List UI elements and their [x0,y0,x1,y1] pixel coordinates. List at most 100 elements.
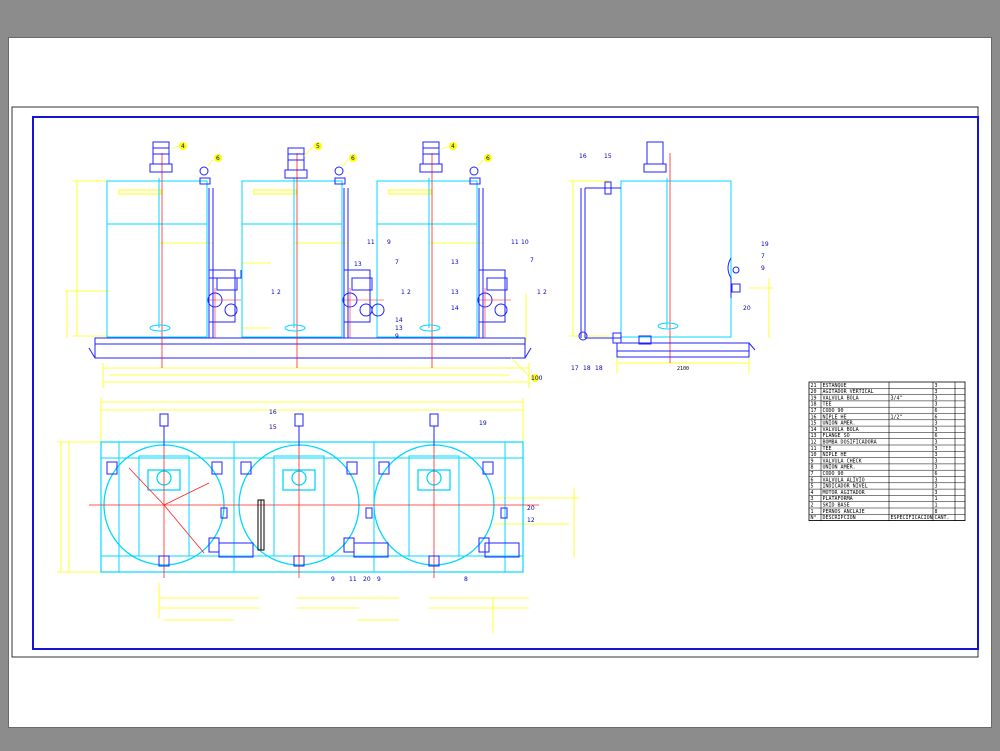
bom-cell-item: 12 [811,440,817,446]
pump3-callout-f: 14 [451,305,459,312]
bom-header-item: N° [811,515,817,521]
callout-valve-1: 6 [216,155,220,162]
front-centerlines [161,153,433,368]
pump2-callout-a: 11 [367,239,375,246]
bom-cell-desc: TEE [823,402,832,408]
pump1-callout-b: 2 [277,289,281,296]
bom-cell-item: 13 [811,433,817,439]
side-view-dimensions [569,180,773,373]
bom-cell-desc: INDICADOR NIVEL [823,484,868,490]
plan-view-dimensions [57,398,579,633]
pump2-callout-i: 9 [395,333,399,340]
bom-cell-desc: NIPLE HE [823,414,847,420]
front-view-dimensions [65,180,530,388]
bom-cell-item: 6 [811,477,814,483]
callout-valve-3: 6 [486,155,490,162]
bom-cell-spec: 3/4" [891,395,903,401]
front-leaders [168,145,530,377]
bom-cell-item: 14 [811,427,817,433]
bom-cell-qty: 3 [935,452,938,458]
bom-cell-item: 10 [811,452,817,458]
bom-header-qty: CANT. [935,515,950,521]
plan-callout-9b: 9 [377,576,381,583]
bom-cell-desc: VALVULA BOLA [823,395,859,401]
side-callout-16: 16 [579,153,587,160]
side-base-dim: 2100 [677,366,689,372]
bom-cell-desc: PLATAFORMA [823,496,853,502]
bom-cell-item: 5 [811,484,814,490]
bom-cell-qty: 3 [935,490,938,496]
bom-cell-desc: CODO 90 [823,471,844,477]
bom-cell-qty: 8 [935,509,938,515]
plan-callout-right-12: 12 [527,517,535,524]
bom-cell-desc: PERNOS ANCLAJE [823,509,865,515]
front-pump-callouts: 1 2 11 9 13 7 1 2 14 13 9 11 10 7 13 13 … [271,239,547,340]
plan-callout-16a: 16 [269,409,277,416]
bom-cell-desc: FLANGE SO [823,433,850,439]
plan-callout-8: 8 [464,576,468,583]
front-pumps [207,269,508,323]
callout-motor-2: 5 [316,143,320,150]
pump3-callout-g: 1 [537,289,541,296]
bom-cell-item: 21 [811,383,817,389]
plan-callout-right-20: 20 [527,505,535,512]
bom-cell-qty: 6 [935,408,938,414]
side-callout-17: 17 [571,365,579,372]
side-callout-7: 7 [761,253,765,260]
plan-callout-20: 20 [363,576,371,583]
front-tanks [106,180,478,338]
side-callout-9: 9 [761,265,765,272]
side-tank [620,180,732,338]
pump3-callout-h: 2 [543,289,547,296]
cad-drawing: 4 6 5 6 4 6 100 1 2 11 9 13 7 [11,106,979,658]
bom-cell-desc: VALVULA BOLA [823,427,859,433]
bom-cell-desc: TEE [823,446,832,452]
drawing-sheet: 4 6 5 6 4 6 100 1 2 11 9 13 7 [8,37,992,728]
pump3-callout-d: 13 [451,259,459,266]
bom-cell-qty: 6 [935,414,938,420]
pump2-callout-b: 9 [387,239,391,246]
front-callouts: 4 6 5 6 4 6 100 [179,142,543,382]
plan-callout-19: 19 [479,420,487,427]
bom-cell-item: 11 [811,446,817,452]
plan-skid-outline [100,441,524,573]
pump2-callout-g: 14 [395,317,403,324]
side-callouts: 16 15 19 7 9 20 17 18 18 2100 [571,153,769,372]
pump3-callout-e: 13 [451,289,459,296]
plan-callouts: 16 15 19 9 11 20 9 8 20 12 [269,409,535,583]
front-skid-base [88,337,532,359]
side-callout-19: 19 [761,241,769,248]
pump2-callout-h: 13 [395,325,403,332]
drawing-frame [32,116,979,650]
bom-cell-desc: NIPLE HE [823,452,847,458]
bom-cell-desc: VALVULA ALIVIO [823,477,865,483]
bom-cell-item: 19 [811,395,817,401]
bom-cell-qty: 3 [935,427,938,433]
pump2-callout-c: 13 [354,261,362,268]
bom-cell-item: 16 [811,414,817,420]
plan-nozzles [106,413,520,567]
plan-centerlines [89,433,539,578]
bom-cell-desc: UNION AMER. [823,465,856,471]
side-callout-18a: 18 [583,365,591,372]
bom-cell-spec: 1/2" [891,414,903,420]
bom-cell-item: 8 [811,465,814,471]
bom-cell-item: 20 [811,389,817,395]
bom-cell-qty: 1 [935,503,938,509]
bom-cell-desc: VALVULA CHECK [823,458,862,464]
bom-cell-qty: 3 [935,446,938,452]
pump2-callout-d: 7 [395,259,399,266]
plan-callout-9a: 9 [331,576,335,583]
bom-cell-desc: SKID BASE [823,503,850,509]
bom-cell-item: 9 [811,458,814,464]
bom-cell-qty: 3 [935,383,938,389]
plan-callout-11: 11 [349,576,357,583]
pump2-callout-e: 1 [401,289,405,296]
bom-cell-qty: 3 [935,465,938,471]
bom-cell-desc: ESTANQUE [823,383,847,389]
bom-cell-qty: 1 [935,496,938,502]
bom-cell-qty: 3 [935,395,938,401]
bom-cell-qty: 3 [935,440,938,446]
callout-valve-2: 6 [351,155,355,162]
